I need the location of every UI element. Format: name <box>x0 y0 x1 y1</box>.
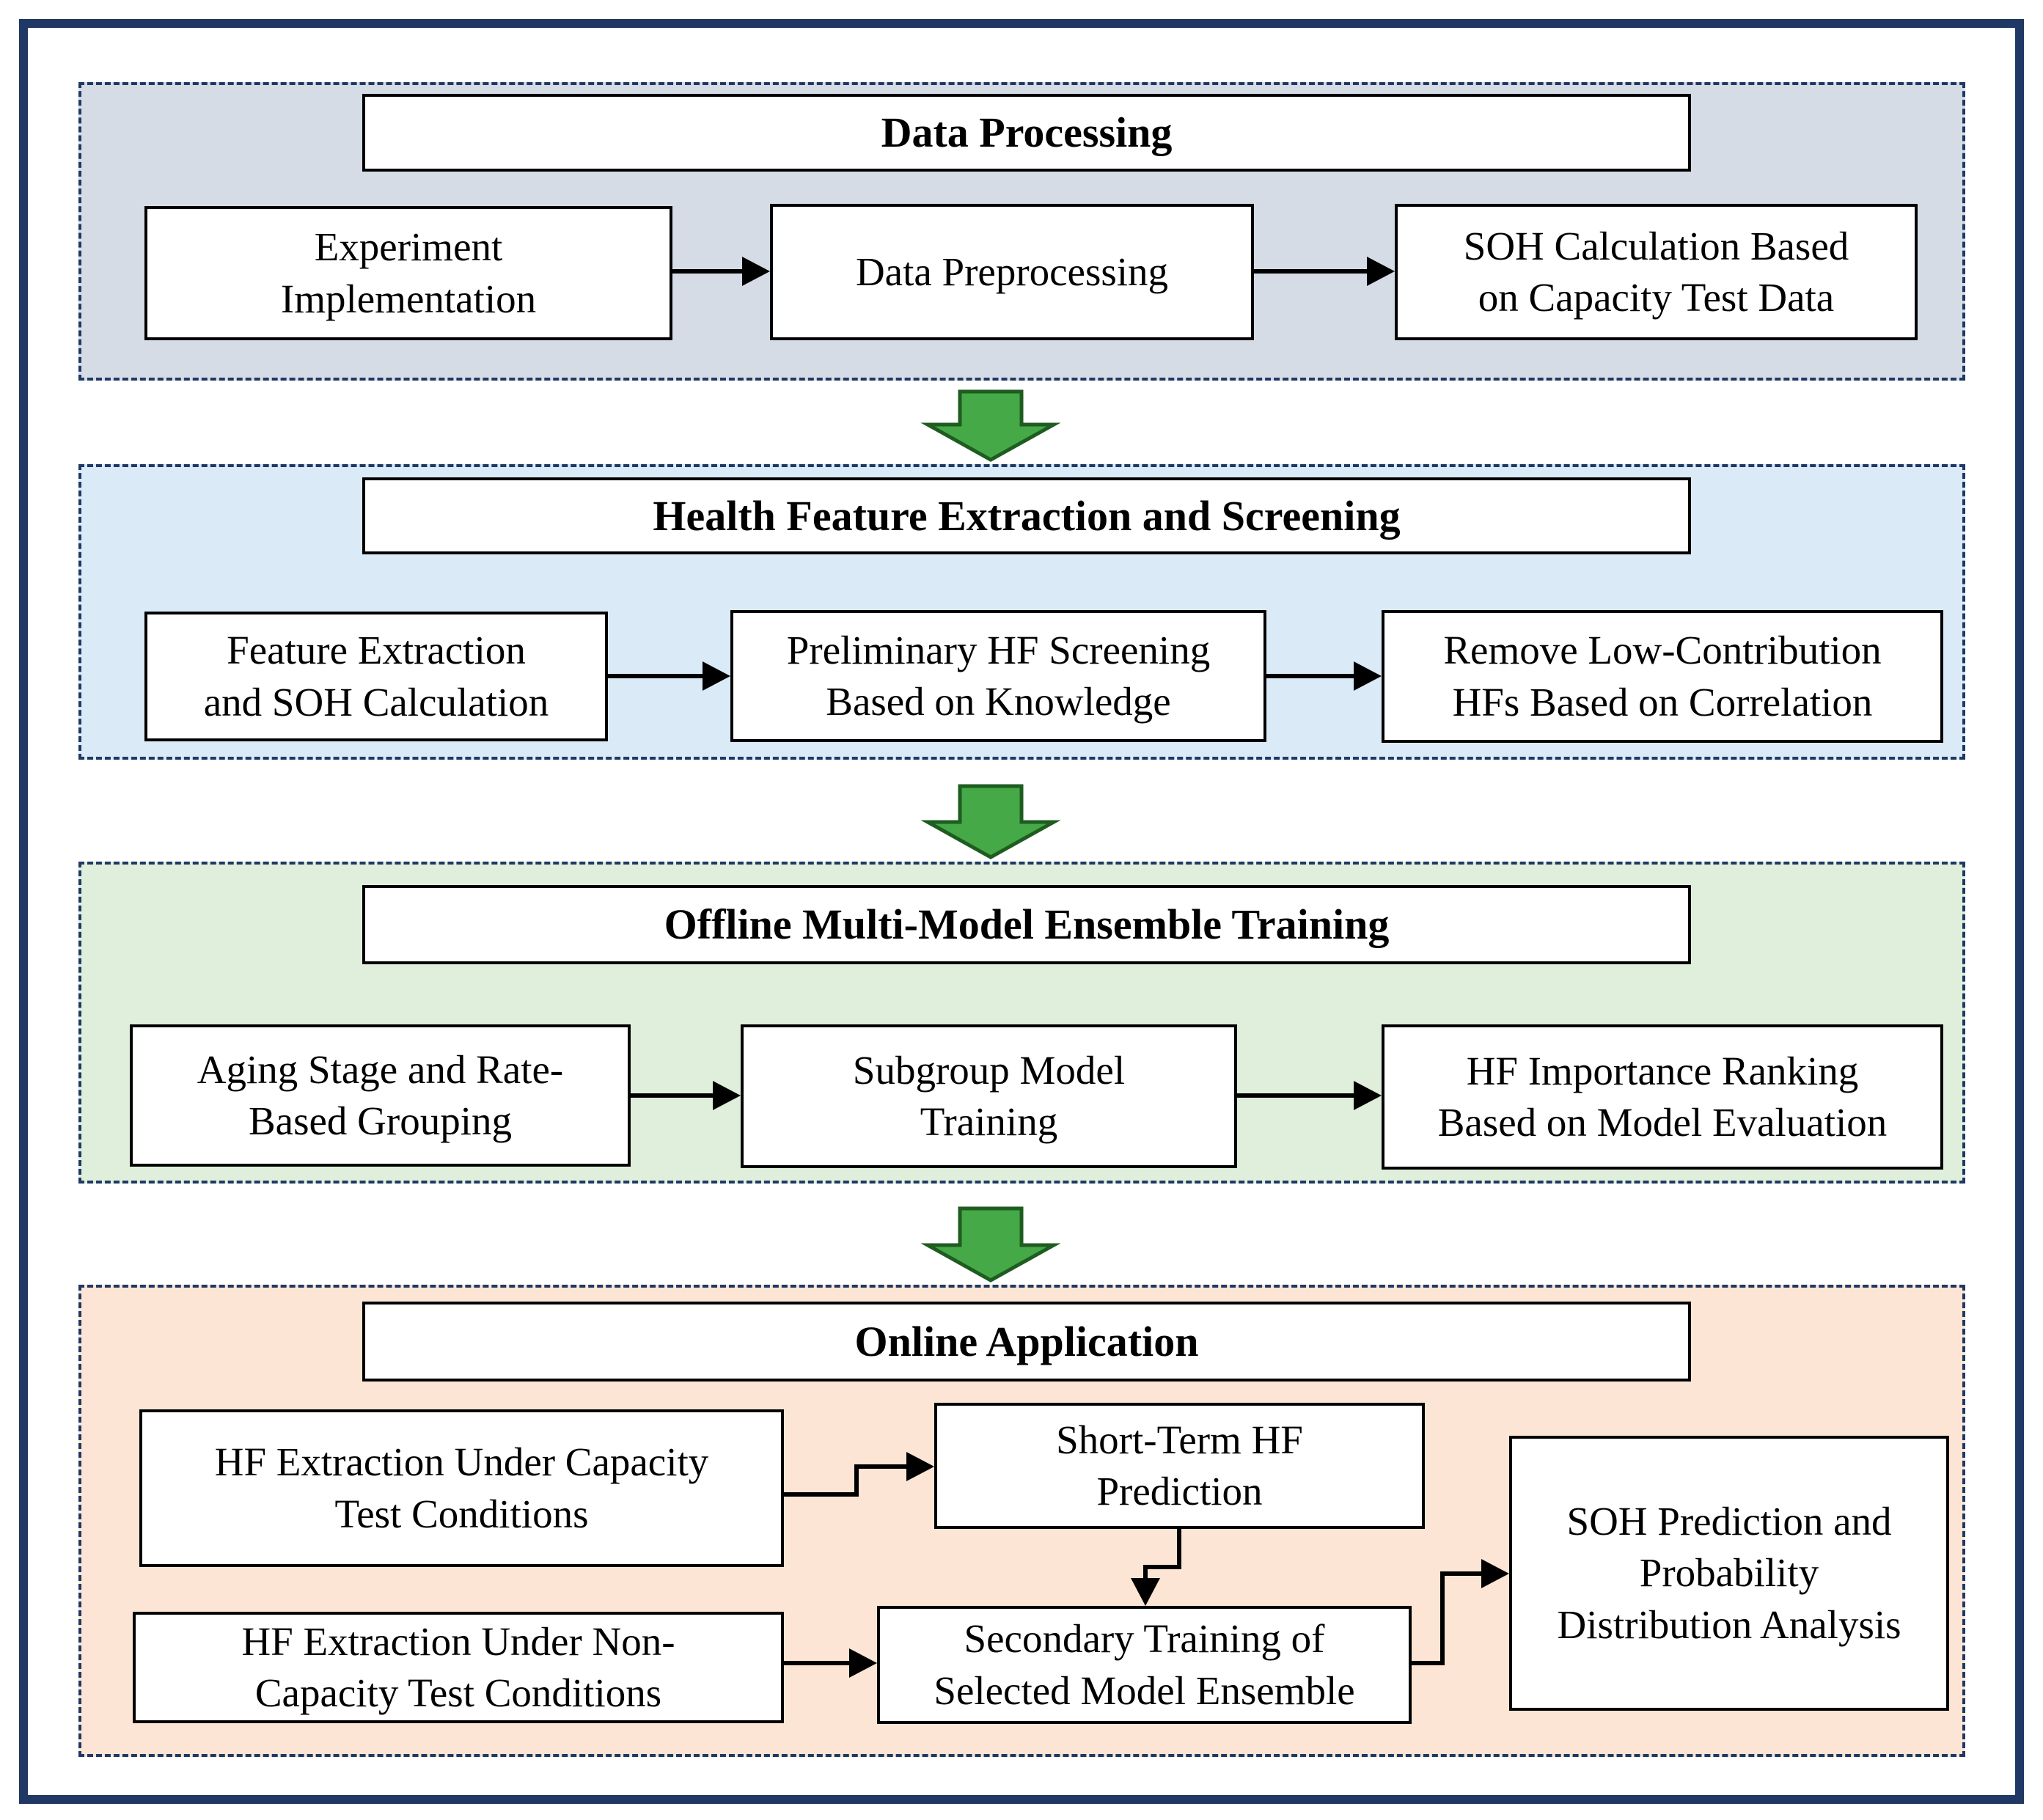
section-title-online-application: Online Application <box>362 1302 1691 1381</box>
node-hf-extraction-non-capacity: HF Extraction Under Non- Capacity Test C… <box>133 1612 784 1723</box>
node-aging-stage-grouping: Aging Stage and Rate- Based Grouping <box>130 1024 631 1167</box>
node-subgroup-model-training: Subgroup Model Training <box>741 1024 1237 1168</box>
node-soh-calculation: SOH Calculation Based on Capacity Test D… <box>1395 204 1918 340</box>
node-preliminary-hf-screening: Preliminary HF Screening Based on Knowle… <box>730 610 1266 742</box>
node-feature-extraction-soh: Feature Extraction and SOH Calculation <box>144 612 608 741</box>
section-title-health-feature-extraction: Health Feature Extraction and Screening <box>362 477 1691 554</box>
node-soh-prediction-probability: SOH Prediction and Probability Distribut… <box>1509 1436 1949 1711</box>
node-short-term-hf-prediction: Short-Term HF Prediction <box>934 1403 1425 1529</box>
section-title-data-processing: Data Processing <box>362 94 1691 172</box>
node-experiment-implementation: Experiment Implementation <box>144 206 672 340</box>
node-data-preprocessing: Data Preprocessing <box>770 204 1254 340</box>
node-secondary-training-ensemble: Secondary Training of Selected Model Ens… <box>877 1606 1412 1724</box>
node-remove-low-contribution-hfs: Remove Low-Contribution HFs Based on Cor… <box>1382 610 1943 743</box>
node-hf-extraction-capacity: HF Extraction Under Capacity Test Condit… <box>139 1409 784 1567</box>
section-title-offline-ensemble-training: Offline Multi-Model Ensemble Training <box>362 885 1691 964</box>
node-hf-importance-ranking: HF Importance Ranking Based on Model Eva… <box>1382 1024 1943 1170</box>
outer-frame-border <box>19 19 2024 1804</box>
